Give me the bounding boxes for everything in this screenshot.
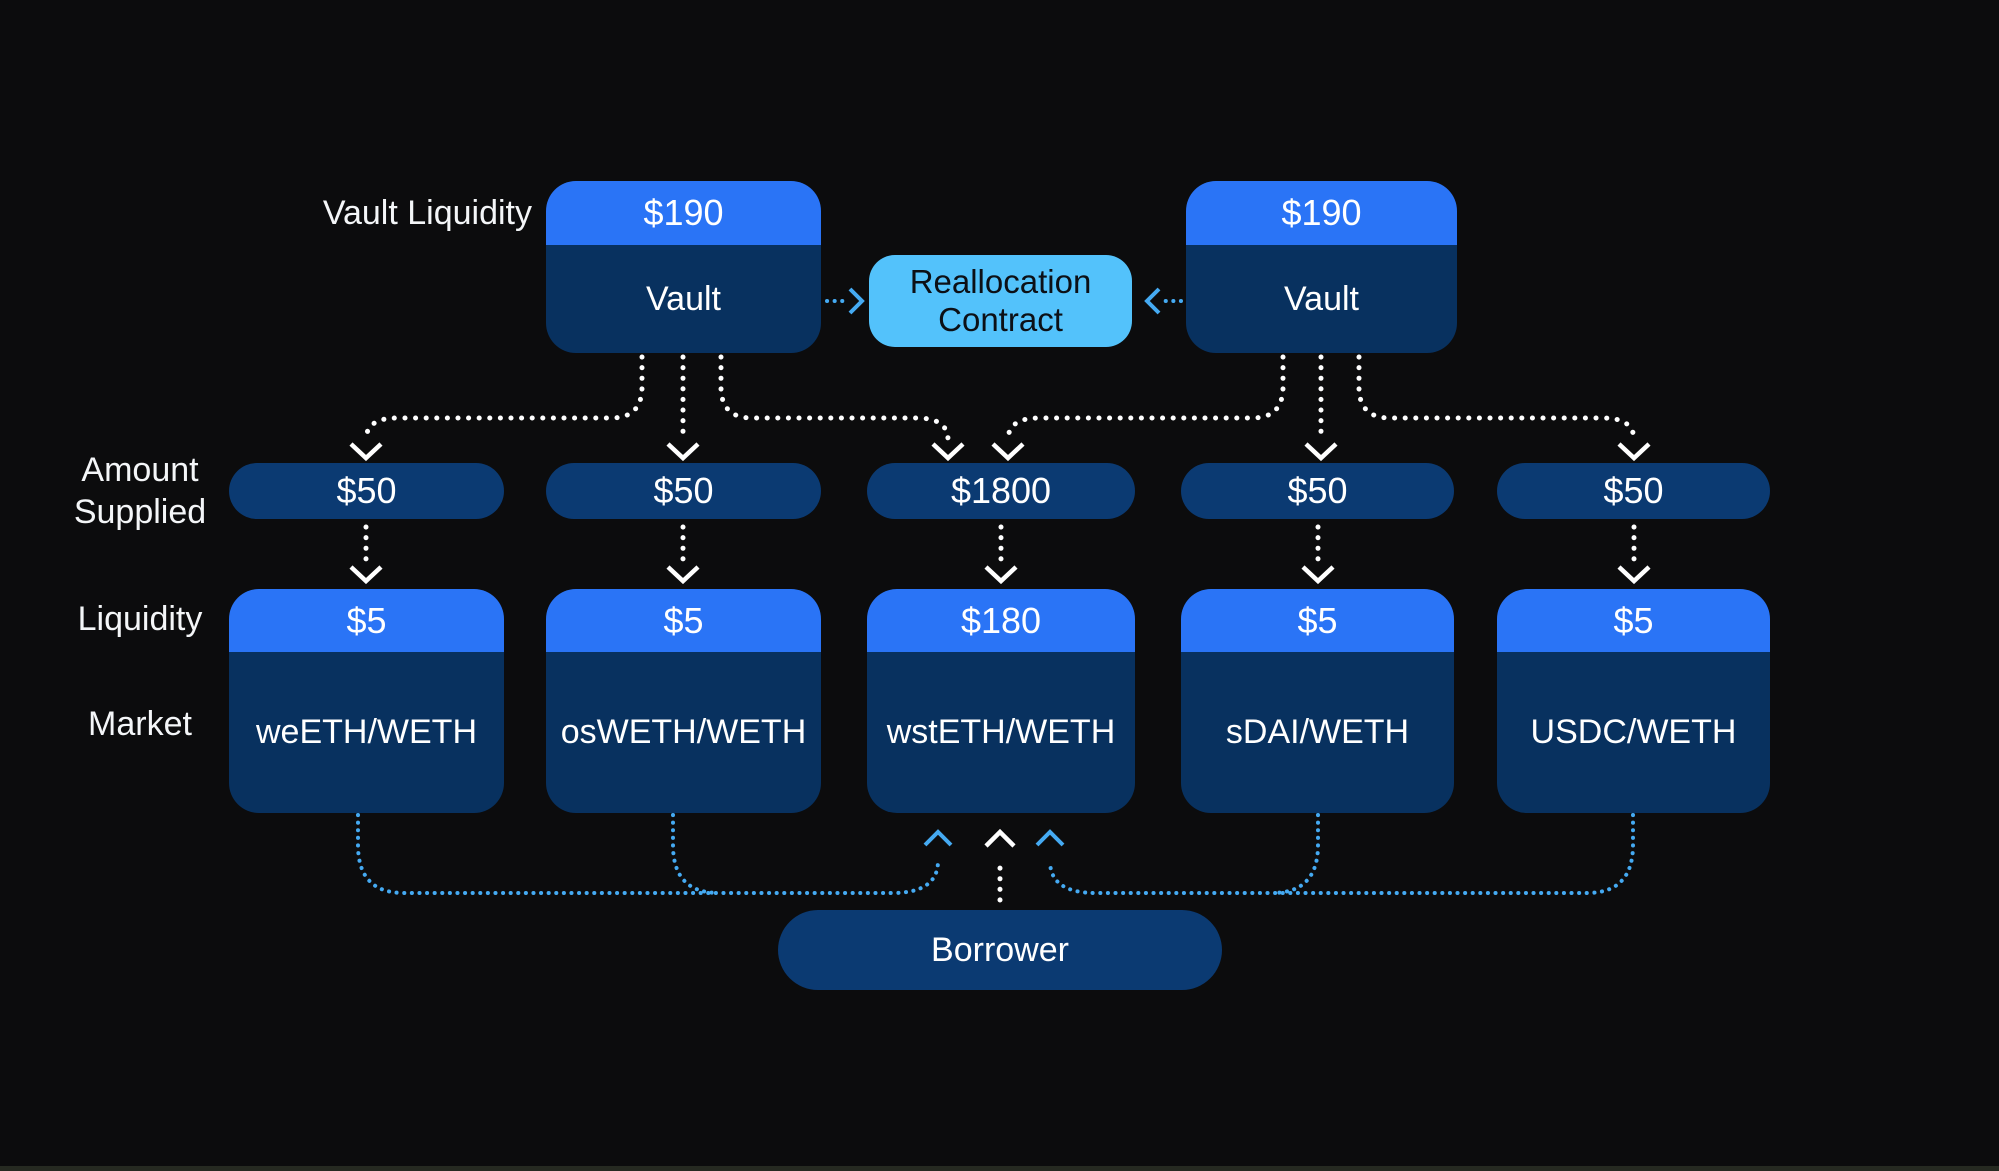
vault-right-label: Vault bbox=[1186, 245, 1457, 353]
market-usdc-liquidity: $5 bbox=[1497, 589, 1770, 652]
label-vault-liquidity: Vault Liquidity bbox=[322, 194, 532, 232]
label-amount-supplied-line2: Supplied bbox=[73, 493, 207, 531]
label-liquidity: Liquidity bbox=[77, 600, 203, 638]
market-sdai-liquidity: $5 bbox=[1181, 589, 1454, 652]
market-usdc-node: $5 USDC/WETH bbox=[1497, 589, 1770, 813]
market-sdai-node: $5 sDAI/WETH bbox=[1181, 589, 1454, 813]
borrower-node: Borrower bbox=[778, 910, 1222, 990]
vault-left-node: $190 Vault bbox=[546, 181, 821, 353]
white-arrowheads bbox=[349, 442, 1651, 848]
bottom-edge-strip bbox=[0, 1166, 1999, 1171]
market-wsteth-node: $180 wstETH/WETH bbox=[867, 589, 1135, 813]
blue-dotted-lines bbox=[356, 299, 1635, 895]
market-usdc-name: USDC/WETH bbox=[1497, 652, 1770, 813]
market-wsteth-liquidity: $180 bbox=[867, 589, 1135, 652]
market-osweth-name: osWETH/WETH bbox=[546, 652, 821, 813]
vault-left-liquidity-value: $190 bbox=[546, 181, 821, 245]
reallocation-contract-node: Reallocation Contract bbox=[869, 255, 1132, 347]
vault-left-label: Vault bbox=[546, 245, 821, 353]
market-weeth-liquidity: $5 bbox=[229, 589, 504, 652]
amount-supplied-weeth: $50 bbox=[229, 463, 504, 519]
reallocation-contract-line1: Reallocation bbox=[909, 263, 1092, 300]
market-osweth-liquidity: $5 bbox=[546, 589, 821, 652]
label-amount-supplied-line1: Amount bbox=[81, 451, 199, 489]
market-sdai-name: sDAI/WETH bbox=[1181, 652, 1454, 813]
label-amount-supplied: Amount Supplied bbox=[30, 449, 250, 533]
market-weeth-node: $5 weETH/WETH bbox=[229, 589, 504, 813]
vault-right-node: $190 Vault bbox=[1186, 181, 1457, 353]
amount-supplied-osweth: $50 bbox=[546, 463, 821, 519]
vault-to-amount-dotted-lines bbox=[363, 354, 1637, 903]
vault-right-liquidity-value: $190 bbox=[1186, 181, 1457, 245]
market-wsteth-name: wstETH/WETH bbox=[867, 652, 1135, 813]
blue-arrowheads bbox=[848, 287, 1161, 847]
reallocation-contract-line2: Contract bbox=[938, 301, 1063, 338]
amount-supplied-wsteth: $1800 bbox=[867, 463, 1135, 519]
amount-supplied-usdc: $50 bbox=[1497, 463, 1770, 519]
amount-supplied-sdai: $50 bbox=[1181, 463, 1454, 519]
market-osweth-node: $5 osWETH/WETH bbox=[546, 589, 821, 813]
market-weeth-name: weETH/WETH bbox=[229, 652, 504, 813]
label-market: Market bbox=[88, 705, 192, 743]
